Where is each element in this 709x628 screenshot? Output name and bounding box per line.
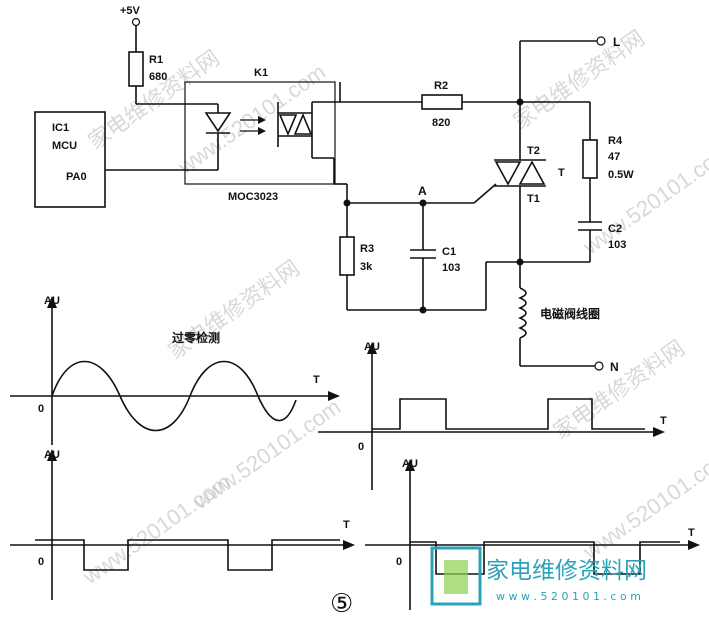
plot1-y-arrow xyxy=(47,296,57,308)
ic1-name: IC1 xyxy=(52,122,69,134)
led-diode xyxy=(204,112,232,133)
triac-gate xyxy=(473,183,497,204)
r4-value: 47 xyxy=(608,151,620,163)
c1-name: C1 xyxy=(442,246,456,258)
logo-mark-inner xyxy=(444,560,468,594)
resistor-r2 xyxy=(421,94,463,110)
triac-t2-label: T2 xyxy=(527,145,540,157)
plot4-x-label: T xyxy=(688,527,695,539)
r2-name: R2 xyxy=(434,80,448,92)
logo-mark xyxy=(430,546,482,606)
ic1-type: MCU xyxy=(52,140,77,152)
c2-name: C2 xyxy=(608,223,622,235)
k1-label: K1 xyxy=(254,67,268,79)
moc-label: MOC3023 xyxy=(228,191,278,203)
plot2-y-label: AU xyxy=(364,341,380,353)
r2-value: 820 xyxy=(432,117,450,129)
r4-power: 0.5W xyxy=(608,169,634,181)
plot1-x-label: T xyxy=(313,374,320,386)
terminal-n-label: N xyxy=(610,360,619,374)
r1-name: R1 xyxy=(149,54,163,66)
watermark-layer: 家电维修资料网 www.520101.com 家电维修资料网 www.52010… xyxy=(78,25,709,589)
terminal-n xyxy=(594,361,604,371)
plot2-pulse-train xyxy=(372,398,645,430)
light-arrow-head xyxy=(258,127,266,135)
terminal-l xyxy=(596,36,606,46)
plot4-x-arrow xyxy=(688,540,700,550)
schematic: +5V R1 680 IC1 MCU PA0 K1 xyxy=(34,5,634,374)
opto-triac-diode xyxy=(293,112,313,135)
plot1-sine-wave xyxy=(51,360,297,432)
logo-url-text: w w w . 5 2 0 1 0 1 . c o m xyxy=(496,590,641,603)
plot3-y-label: AU xyxy=(44,449,60,461)
waveform-plots: AU T 0 过零检测 AU T 0 AU T 0 AU T 0 ⑤ xyxy=(10,295,700,618)
site-logo: 家电维修资料网 w w w . 5 2 0 1 0 1 . c o m xyxy=(430,546,647,606)
plot3-x-label: T xyxy=(343,519,350,531)
optocoupler-k1 xyxy=(184,81,336,185)
plot2-x-label: T xyxy=(660,415,667,427)
opto-triac-diode xyxy=(278,114,298,137)
watermark-site: 家电维修资料网 xyxy=(164,255,305,364)
supply-terminal xyxy=(131,17,141,27)
plot4-y-arrow xyxy=(405,459,415,471)
plot3-origin: 0 xyxy=(38,556,44,568)
watermark-site: 家电维修资料网 xyxy=(549,335,690,444)
plot1-x-arrow xyxy=(328,391,340,401)
ic1-pin: PA0 xyxy=(66,171,87,183)
plot1-title: 过零检测 xyxy=(172,330,220,345)
plot1-y-label: AU xyxy=(44,295,60,307)
r3-value: 3k xyxy=(360,261,373,273)
c2-value: 103 xyxy=(608,239,626,251)
triac-diode xyxy=(494,161,522,186)
triac-t1-label: T1 xyxy=(527,193,540,205)
resistor-r3 xyxy=(339,236,355,276)
plot2-origin: 0 xyxy=(358,441,364,453)
figure-number: ⑤ xyxy=(330,588,353,618)
r4-name: R4 xyxy=(608,135,623,147)
node-a-label: A xyxy=(418,184,427,198)
terminal-l-label: L xyxy=(613,35,620,49)
plot2-y-arrow xyxy=(367,342,377,354)
plot3-x-arrow xyxy=(343,540,355,550)
ic1-mcu-box xyxy=(34,111,106,208)
light-arrow-head xyxy=(258,116,266,124)
plot3-pulse-train xyxy=(35,539,340,571)
c1-value: 103 xyxy=(442,262,460,274)
logo-cn-text: 家电维修资料网 xyxy=(486,558,647,584)
resistor-r4 xyxy=(582,139,598,179)
triac-diode xyxy=(518,160,546,185)
coil-label: 电磁阀线圈 xyxy=(540,306,600,321)
r1-value: 680 xyxy=(149,71,167,83)
r3-name: R3 xyxy=(360,243,374,255)
plot4-origin: 0 xyxy=(396,556,402,568)
plot3-y-arrow xyxy=(47,449,57,461)
solenoid-coil xyxy=(517,287,527,339)
triac-t-label: T xyxy=(558,167,565,179)
plot4-pulse-train xyxy=(410,541,680,575)
resistor-r1 xyxy=(128,51,144,87)
plot1-origin: 0 xyxy=(38,403,44,415)
plot2-x-arrow xyxy=(653,427,665,437)
supply-label: +5V xyxy=(120,5,141,17)
plot4-y-label: AU xyxy=(402,458,418,470)
